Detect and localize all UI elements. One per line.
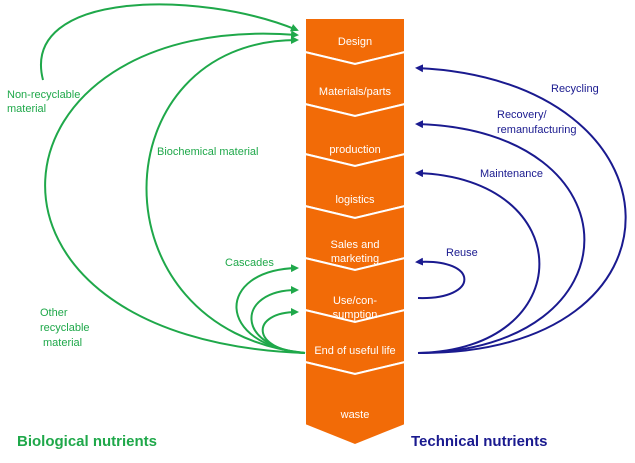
stage-label: End of useful life (314, 345, 395, 357)
stage-labels: Design Materials/parts production logist… (314, 36, 395, 421)
cascade-arrow-1 (235, 264, 306, 354)
recycling-label: Recycling (551, 83, 599, 95)
stage-label: waste (340, 409, 370, 421)
stage-label: Design (338, 36, 372, 48)
chevron-waste (304, 360, 406, 447)
maintenance-arrow (415, 169, 541, 354)
stage-label: Materials/parts (319, 86, 392, 98)
maintenance-label: Maintenance (480, 168, 543, 180)
biological-loops (40, 3, 306, 354)
recycling-arrow (415, 64, 627, 355)
cascade-arrow-3 (261, 308, 306, 354)
reuse-label: Reuse (446, 247, 478, 259)
biological-nutrients-heading: Biological nutrients (17, 433, 157, 450)
stage-chevrons (304, 17, 406, 447)
stage-label: Use/con-sumption (333, 295, 378, 321)
technical-nutrients-heading: Technical nutrients (411, 433, 547, 450)
non-recyclable-arrow (40, 3, 299, 81)
other-recyclable-label: Other recyclable material (40, 307, 93, 349)
technical-loops (415, 64, 627, 355)
non-recyclable-label: Non-recyclable material (7, 89, 83, 115)
reuse-arrow (415, 257, 466, 300)
biochemical-arrow (145, 36, 306, 354)
other-recyclable-arrow (44, 30, 306, 354)
recovery-arrow (415, 120, 586, 354)
stage-label: logistics (335, 194, 375, 206)
recovery-label: Recovery/ remanufacturing (497, 109, 577, 136)
stage-label: production (329, 144, 380, 156)
cascades-label: Cascades (225, 257, 274, 269)
biochemical-label: Biochemical material (157, 146, 258, 158)
